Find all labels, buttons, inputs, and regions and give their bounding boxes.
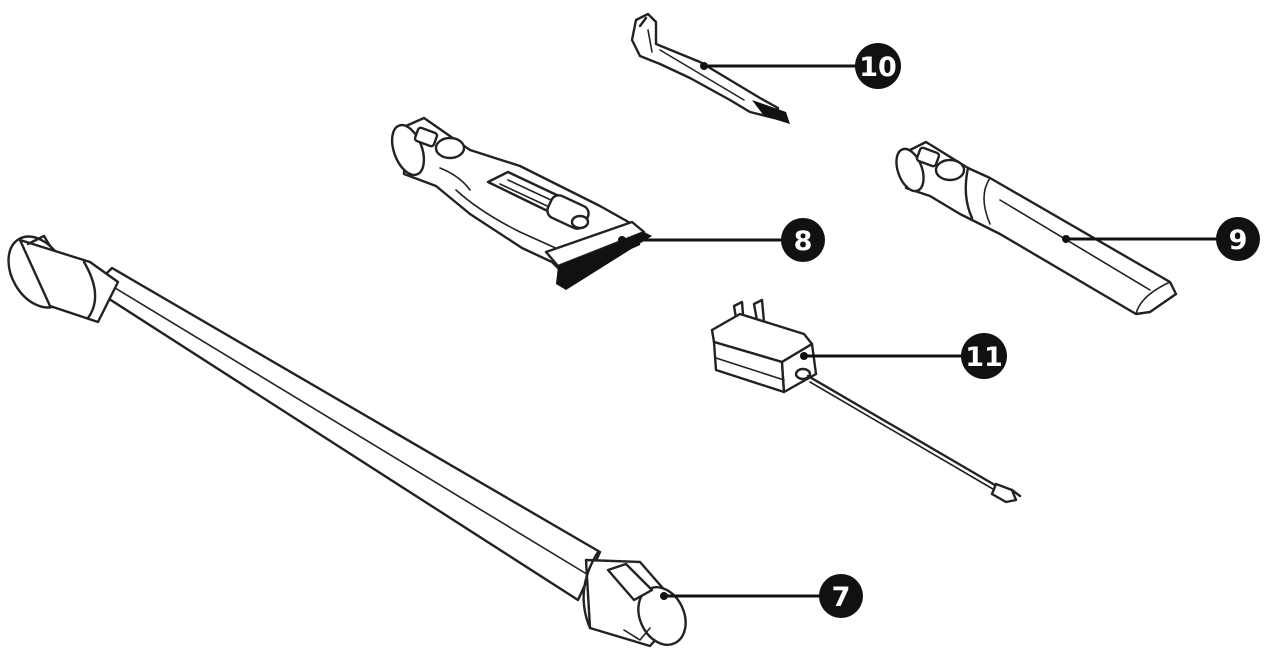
leader-dot-8 — [618, 236, 626, 244]
callout-badge-9 — [1216, 217, 1260, 261]
power-adapter-drawing — [710, 298, 1022, 504]
cleaning-brush-drawing — [630, 12, 790, 124]
brush-bristles — [556, 232, 652, 290]
callout-number-10: 10 — [859, 52, 897, 83]
callout-number-11: 11 — [965, 342, 1003, 373]
extension-wand-drawing — [7, 234, 687, 648]
small-brush-bristles — [752, 100, 790, 124]
callout-7: 7 — [660, 574, 863, 618]
leader-dot-9 — [1062, 235, 1070, 243]
callout-badge-7 — [819, 574, 863, 618]
callout-11: 11 — [800, 333, 1007, 379]
leader-dot-7 — [660, 592, 668, 600]
brush-nozzle-drawing — [390, 116, 652, 290]
callout-10: 10 — [700, 43, 901, 89]
leader-dot-11 — [800, 352, 808, 360]
callout-badge-8 — [781, 218, 825, 262]
callout-8: 8 — [618, 218, 825, 262]
callout-number-7: 7 — [832, 582, 851, 613]
callout-number-9: 9 — [1229, 225, 1248, 256]
callout-9: 9 — [1062, 217, 1260, 261]
callout-number-8: 8 — [794, 226, 813, 257]
callout-badge-10 — [855, 43, 901, 89]
leader-dot-10 — [700, 62, 708, 70]
callout-badge-11 — [961, 333, 1007, 379]
crevice-tool-drawing — [895, 140, 1178, 316]
